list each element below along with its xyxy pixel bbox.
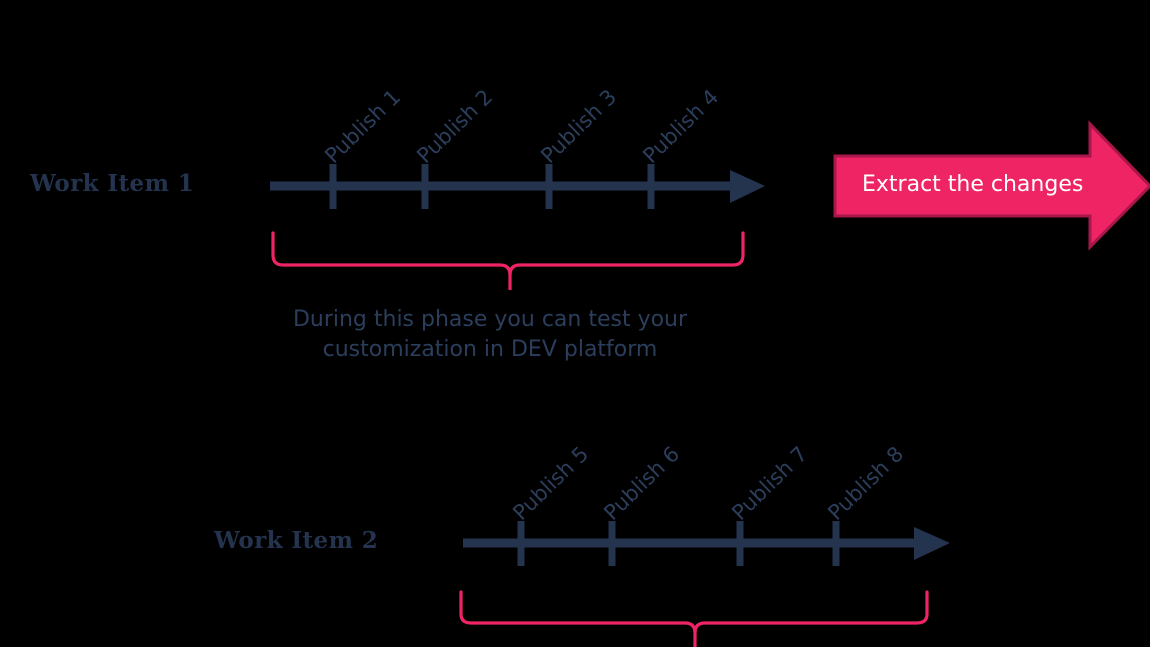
work-item-2-axis-arrowhead: [914, 527, 950, 560]
work-item-1-axis-group: [270, 164, 765, 209]
work-item-1-bracket: [271, 231, 745, 276]
work-item-2-bracket: [459, 590, 929, 634]
work-item-1-axis-arrowhead: [730, 170, 765, 203]
dev-phase-note: During this phase you can test your cust…: [292, 307, 688, 362]
work-item-2-axis-group: [463, 521, 950, 566]
extract-changes-arrow[interactable]: [833, 120, 1150, 251]
work-item-2-label: Work Item 2: [214, 527, 379, 554]
extract-changes-arrow-shape[interactable]: [833, 120, 1150, 251]
work-item-1-label: Work Item 1: [30, 170, 195, 197]
extract-changes-label: Extract the changes: [862, 172, 1084, 197]
